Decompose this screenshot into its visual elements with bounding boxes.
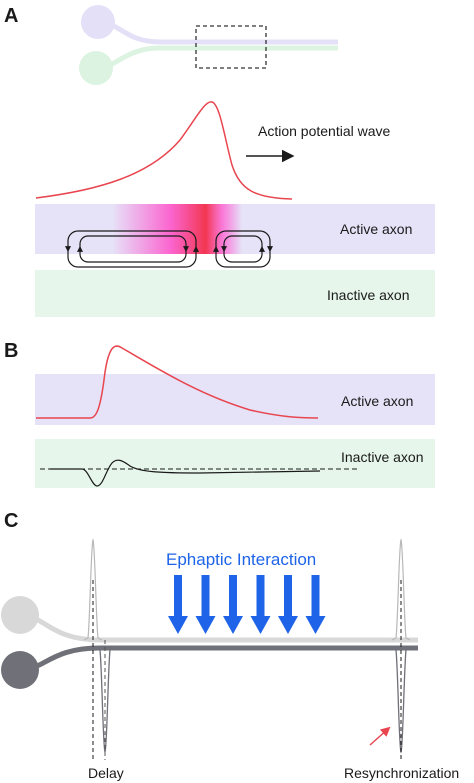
upper-spike-early — [83, 538, 103, 641]
wave-label: Action potential wave — [258, 123, 391, 139]
active-axon-band-b — [35, 374, 435, 425]
lower-neuron-soma-c — [1, 651, 39, 689]
inactive-axon-label-b: Inactive axon — [341, 449, 424, 465]
upper-spike-late — [391, 538, 411, 641]
down-arrow-icon — [195, 575, 216, 634]
active-axon-label-b: Active axon — [341, 393, 413, 409]
down-arrow-icon — [168, 575, 188, 634]
lower-neuron-soma — [79, 51, 113, 85]
panel-a-letter: A — [4, 5, 18, 27]
down-arrow-icon — [278, 575, 298, 634]
inactive-axon-band-a — [35, 270, 435, 317]
action-potential-curve — [35, 101, 293, 200]
resynchronization-label: Resynchronization — [344, 765, 459, 781]
ephaptic-arrows — [168, 575, 326, 634]
lower-axon-c — [19, 645, 418, 673]
depolarization-zone — [112, 204, 242, 254]
down-arrow-icon — [250, 575, 271, 634]
panel-b-letter: B — [4, 340, 18, 362]
inactive-axon-label-a: Inactive axon — [327, 287, 410, 303]
zoom-region-box — [195, 25, 267, 69]
upper-neuron-soma — [81, 5, 115, 39]
active-axon-label-a: Active axon — [340, 221, 412, 237]
induced-potential-trace — [50, 459, 321, 487]
ephaptic-interaction-label: Ephaptic Interaction — [166, 550, 316, 569]
diagonal-arrow-icon — [369, 726, 391, 746]
lower-axon-top — [95, 45, 338, 71]
upper-neuron-soma-c — [1, 596, 39, 634]
panel-c-letter: C — [4, 510, 18, 532]
current-loops — [65, 230, 273, 268]
action-potential-trace-b — [36, 345, 319, 419]
down-arrow-icon — [223, 575, 243, 634]
upper-axon-top — [97, 19, 338, 45]
upper-axon-c — [19, 612, 418, 643]
inactive-axon-band-b — [35, 439, 435, 488]
down-arrow-icon — [305, 575, 326, 634]
delay-label: Delay — [88, 765, 124, 781]
